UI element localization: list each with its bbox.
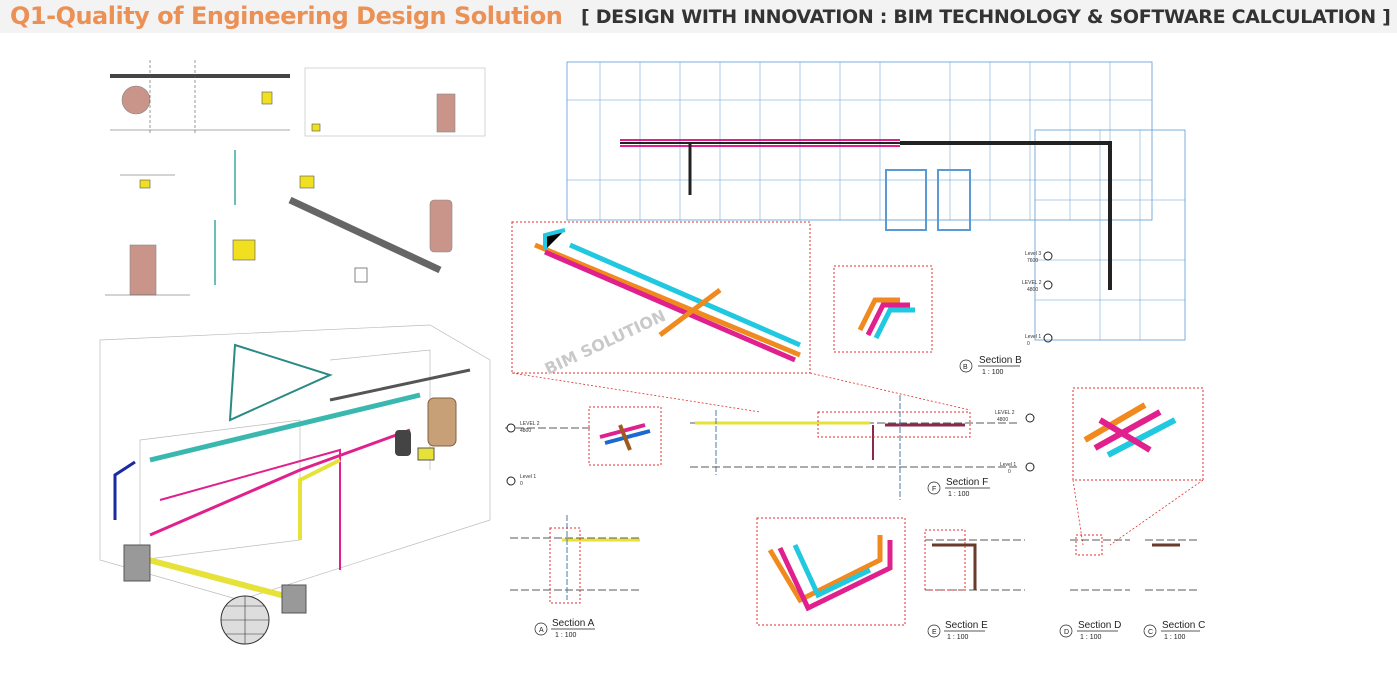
svg-text:Section C: Section C: [1162, 620, 1205, 631]
section-f-level-2-value: 4800: [997, 417, 1008, 423]
section-b-title: B Section B 1 : 100: [959, 355, 1022, 376]
bim-solution-watermark: BIM SOLUTION: [542, 306, 669, 379]
pipe-callout-section-e: [756, 517, 906, 626]
svg-text:1 : 100: 1 : 100: [948, 491, 970, 498]
pipe-callout-top-right: [1072, 387, 1204, 546]
level-2-label: LEVEL 2: [1022, 280, 1042, 286]
section-c-title: C Section C 1 : 100: [1143, 620, 1205, 641]
section-f-drawing: [505, 395, 1020, 500]
level-2-value: 4800: [1027, 287, 1038, 293]
isometric-3d-plumbing-model: [99, 324, 491, 645]
pipe-callout-small: [833, 265, 933, 353]
svg-text:Section E: Section E: [945, 620, 988, 631]
level-markers: Level 3 7600 LEVEL 2 4800 Level 1 0 LEVE…: [506, 251, 1053, 487]
svg-text:1 : 100: 1 : 100: [1164, 634, 1186, 641]
section-f-level-1-value: 0: [1008, 469, 1011, 475]
section-e-title: E Section E 1 : 100: [927, 620, 988, 641]
svg-text:Section B: Section B: [979, 355, 1022, 366]
section-f-level-1-label: Level 1: [1000, 462, 1016, 468]
level-3-value: 7600: [1027, 258, 1038, 264]
level-3-label: Level 3: [1025, 251, 1041, 257]
svg-text:1 : 100: 1 : 100: [1080, 634, 1102, 641]
page-title: Q1-Quality of Engineering Design Solutio…: [10, 2, 563, 30]
svg-text:E: E: [932, 629, 937, 636]
pipe-callout-left: [588, 406, 662, 466]
level-1-label: Level 1: [1025, 334, 1041, 340]
section-e-drawing: [924, 529, 1025, 591]
section-f-title: F Section F 1 : 100: [927, 477, 990, 498]
svg-text:1 : 100: 1 : 100: [555, 632, 577, 639]
section-d-c-drawing: [1070, 534, 1200, 591]
svg-text:B: B: [963, 364, 968, 371]
page-subtitle: [ DESIGN WITH INNOVATION : BIM TECHNOLOG…: [581, 6, 1391, 28]
pipe-callout-main: BIM SOLUTION: [511, 221, 971, 413]
svg-text:Section F: Section F: [946, 477, 988, 488]
section-d-title: D Section D 1 : 100: [1059, 620, 1121, 641]
left-level-1-label: Level 1: [520, 474, 536, 480]
svg-text:Section D: Section D: [1078, 620, 1121, 631]
header-bar: Q1-Quality of Engineering Design Solutio…: [0, 0, 1397, 33]
water-tank-detail-drawings: [105, 60, 486, 296]
level-1-value: 0: [1027, 341, 1030, 347]
floor-plan: [566, 61, 1186, 341]
svg-text:D: D: [1064, 629, 1069, 636]
left-level-1-value: 0: [520, 481, 523, 487]
left-level-2-value: 4800: [520, 428, 531, 434]
left-level-2-label: LEVEL 2: [520, 421, 540, 427]
svg-text:A: A: [539, 627, 544, 634]
section-a-title: A Section A 1 : 100: [534, 618, 595, 639]
section-f-level-2-label: LEVEL 2: [995, 410, 1015, 416]
svg-text:F: F: [932, 486, 936, 493]
svg-text:1 : 100: 1 : 100: [947, 634, 969, 641]
svg-text:Section A: Section A: [552, 618, 595, 629]
svg-text:1 : 100: 1 : 100: [982, 369, 1004, 376]
svg-text:C: C: [1148, 629, 1153, 636]
section-a-drawing: [510, 515, 640, 604]
